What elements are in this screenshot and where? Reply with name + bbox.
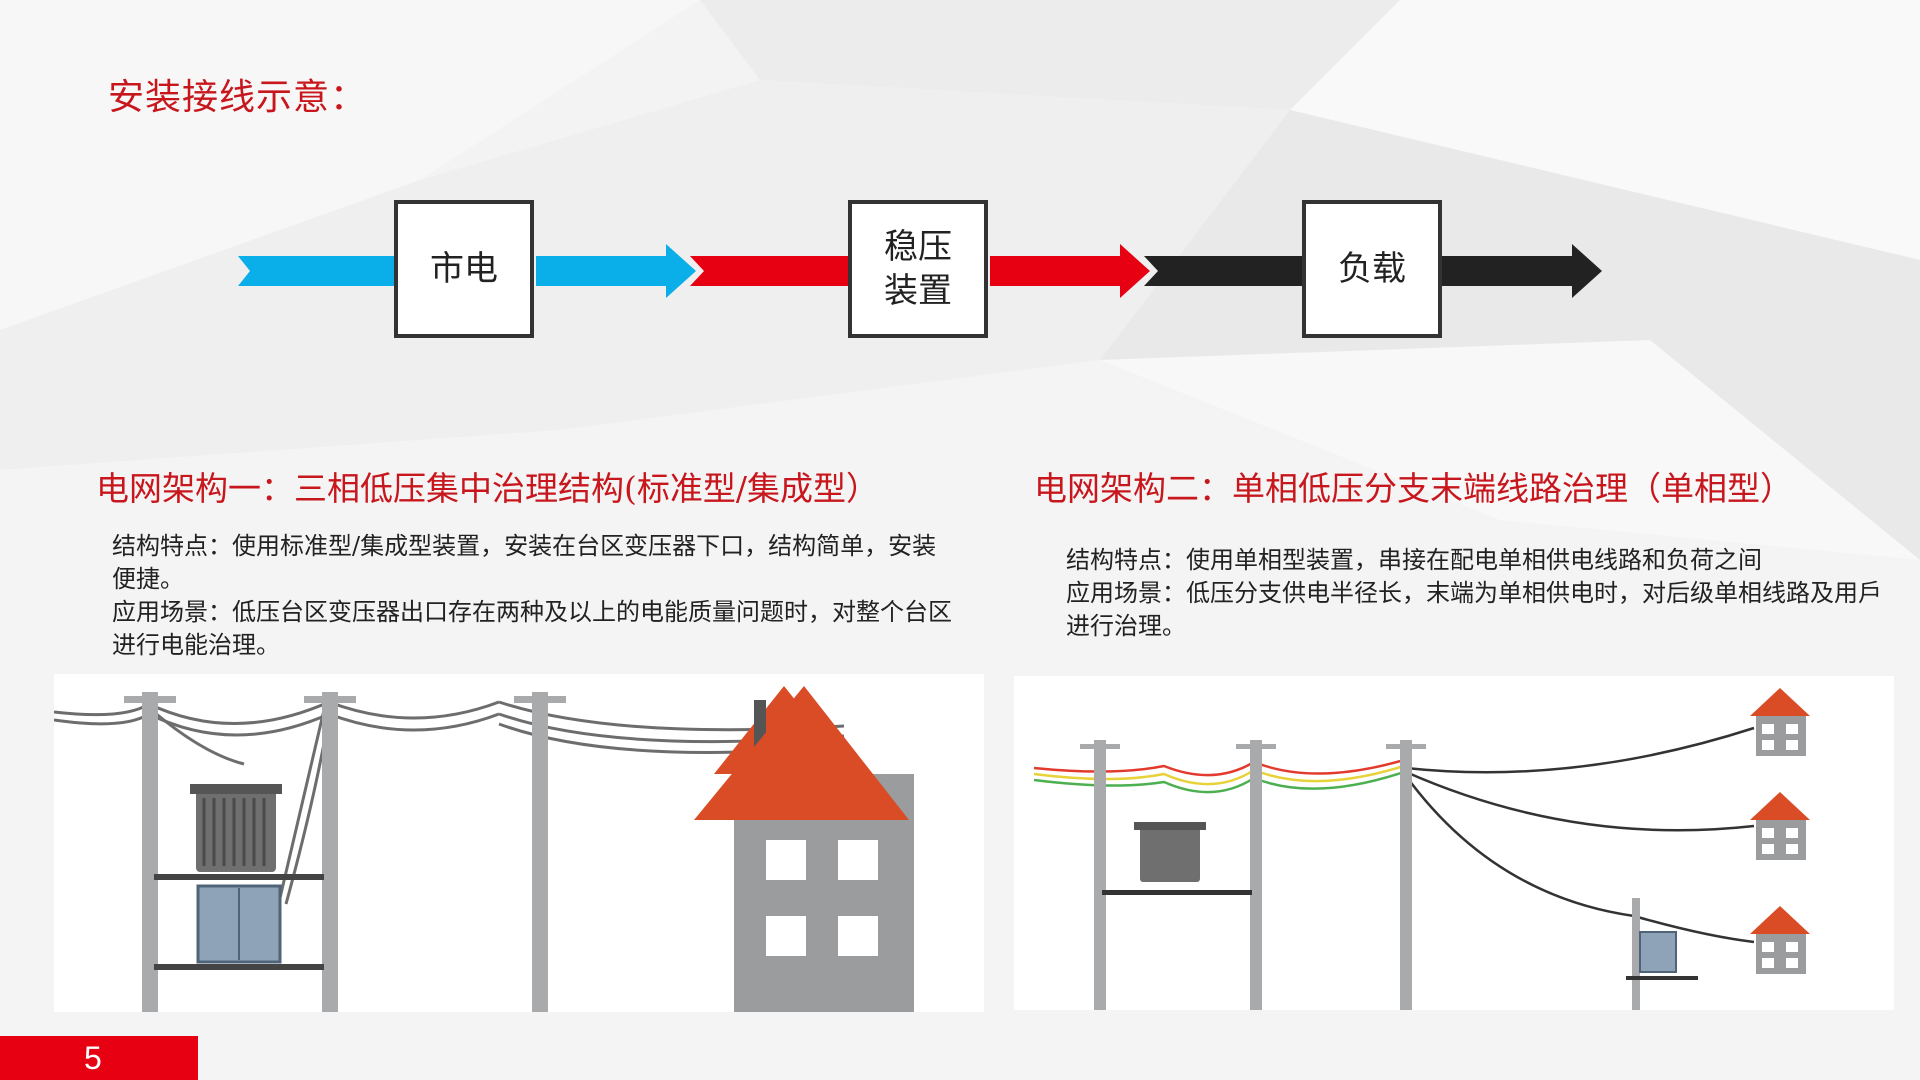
illustration-three-phase — [54, 674, 984, 1012]
section2-scenario-text: 应用场景：低压分支供电半径长，末端为单相供电时，对后级单相线路及用戶进行治理。 — [1066, 579, 1882, 640]
section1-description: 结构特点：使用标准型/集成型装置，安装在台区变压器下口，结构简单，安装便捷。 应… — [112, 530, 952, 662]
arrow-blue-in — [238, 256, 398, 286]
illustration-single-phase — [1014, 676, 1894, 1010]
slide-title: 安装接线示意： — [108, 77, 368, 118]
arrow-red-out — [990, 244, 1150, 298]
flow-box-load-label: 负载 — [1338, 249, 1406, 289]
arrow-black-out — [1442, 244, 1602, 298]
flow-box-load: 负载 — [1302, 200, 1442, 338]
flow-box-grid-label: 市电 — [430, 249, 498, 289]
section1-scenario-text: 应用场景：低压台区变压器出口存在两种及以上的电能质量问题时，对整个台区进行电能治… — [112, 598, 952, 659]
flow-box-regulator-label: 稳压装置 — [884, 227, 952, 311]
section2-description: 结构特点：使用单相型装置，串接在配电单相供电线路和负荷之间 应用场景：低压分支供… — [1066, 544, 1886, 643]
arrow-black-in — [1144, 256, 1304, 286]
section1-title: 电网架构一：三相低压集中治理结构(标准型/集成型） — [96, 469, 879, 508]
section1-feature-text: 结构特点：使用标准型/集成型装置，安装在台区变压器下口，结构简单，安装便捷。 — [112, 532, 937, 593]
page-number-badge: 5 — [0, 1036, 198, 1080]
section2-feature-text: 结构特点：使用单相型装置，串接在配电单相供电线路和负荷之间 — [1066, 546, 1762, 574]
arrow-red-in — [690, 256, 850, 286]
page-number: 5 — [84, 1040, 102, 1076]
flow-box-grid: 市电 — [394, 200, 534, 338]
flow-box-regulator: 稳压装置 — [848, 200, 988, 338]
section2-title: 电网架构二：单相低压分支末端线路治理（单相型） — [1034, 469, 1793, 508]
arrow-blue-out — [536, 244, 696, 298]
